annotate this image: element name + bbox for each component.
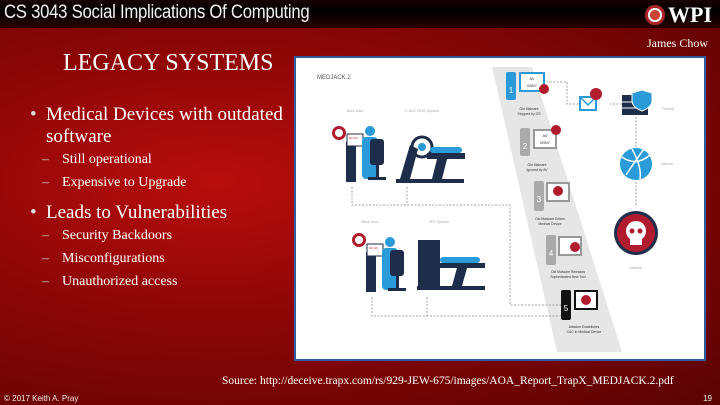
screen-text: WIN7 [527,83,538,88]
step-2: 2 AV WIN7 Old Malware Ignored by AV [520,125,561,172]
virus-icon [551,125,561,135]
virus-icon [570,242,580,252]
mri-label: MRI System [429,220,449,224]
xray-label: C-Arm XRAY System [405,109,439,113]
firewall-icon [622,89,653,115]
internet-globe-icon [620,148,652,180]
back-door-label: Back Door [362,220,380,224]
sub-bullet: Security Backdoors [30,224,290,247]
back-door-label: Back Door [347,109,365,113]
step-4: 4 Old Malware Releases Sophisticated New… [546,235,586,279]
email-icon [579,88,602,111]
author: James Chow [647,36,708,50]
step-label: Old Malware [519,107,538,111]
bullet: Medical Devices with outdated software [30,104,290,148]
virus-icon [553,186,563,196]
step-band [492,67,622,352]
course-title: CS 3043 Social Implications Of Computing [4,2,310,23]
skull-icon [581,295,591,305]
step-label: Old Malware Releases [551,270,585,274]
sub-bullet: Expensive to Upgrade [30,171,290,194]
workstation-icon: NO AV [332,126,386,182]
workstation-icon: NO AV [352,233,406,292]
wpi-logo-text: WPI [668,2,712,27]
step-label: Stopped by OS [518,112,542,116]
internet-label: Internet [661,162,673,166]
screen-text: NO AV [369,246,378,250]
step-1: 1 AV WIN7 Old Malware Stopped by OS [506,72,549,116]
screen-text: AV [542,133,547,138]
slide-title: LEGACY SYSTEMS [63,50,274,76]
screen-text: NO AV [349,136,358,140]
step-number: 1 [509,86,514,95]
diagram-svg: MEDJACK.2 Back Door C-Arm XRAY System Ba… [317,67,675,352]
step-label: Old Malware [527,163,546,167]
step-label: Ignored by AV [526,168,548,172]
connector-lines [351,81,637,317]
title-bar: CS 3043 Social Implications Of Computing… [0,0,720,28]
step-number: 2 [523,142,528,151]
step-label: Sophisticated New Tool [550,275,585,279]
page-number: 19 [703,394,712,403]
step-label: Medical Device [539,222,562,226]
step-number: 4 [549,249,554,258]
bullet-list: Medical Devices with outdated software S… [30,104,290,293]
sub-bullet: Unauthorized access [30,270,290,293]
screen-text: WIN7 [540,140,551,145]
step-label: Attacker Establishes [569,325,600,329]
attacker-label: Attacker [629,266,643,270]
firewall-label: Firewall [662,107,675,111]
copyright: © 2017 Keith A. Pray [4,394,79,403]
medjack-diagram: MEDJACK.2 Back Door C-Arm XRAY System Ba… [294,56,706,361]
step-3: 3 Old Malware Enters Medical Device [534,181,570,226]
sub-bullet: Misconfigurations [30,247,290,270]
wpi-logo: WPI [645,2,712,28]
xray-machine-icon [396,135,465,183]
spacer [30,194,290,202]
step-number: 3 [537,195,542,204]
sub-bullet: Still operational [30,148,290,171]
step-label: C&C in Medical Device [567,330,602,334]
virus-icon [539,84,549,94]
diagram-title: MEDJACK.2 [317,75,351,81]
bullet: Leads to Vulnerabilities [30,202,290,224]
step-5: 5 Attacker Establishes C&C in Medical De… [561,290,601,334]
step-label: Old Malware Enters [535,217,565,221]
attacker-skull-icon [614,211,658,255]
mri-machine-icon [417,240,485,290]
screen-text: AV [529,76,534,81]
wpi-seal-icon [645,5,665,25]
step-number: 5 [564,304,569,313]
source-citation: Source: http://deceive.trapx.com/rs/929-… [222,375,674,387]
